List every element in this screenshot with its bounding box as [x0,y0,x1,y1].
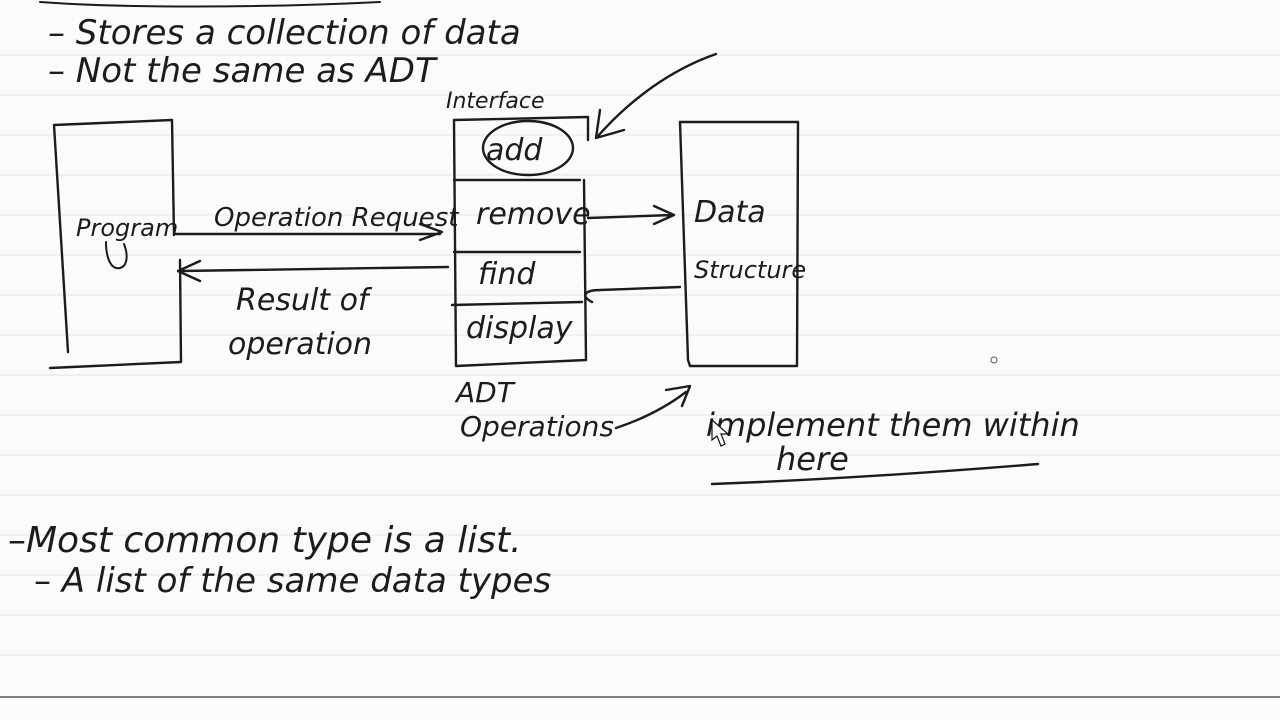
add-circle [481,119,575,177]
implement-underline [710,462,1040,486]
interface-divider-3 [450,300,584,307]
ds-to-find-arrow [584,285,682,304]
note-line-3: –Most common type is a list. [8,520,522,561]
implement-label-1: implement them within [706,406,1080,444]
program-label: Program [76,214,178,242]
operation-request-label: Operation Request [214,203,459,233]
data-structure-box [678,120,800,368]
adt-to-ds-arrow [614,384,692,430]
result-arrow [176,259,450,283]
op-display: display [466,311,574,346]
interface-box [452,115,590,368]
program-box [48,118,183,370]
hand-cursor-icon [711,418,730,447]
cutoff-heading-stroke [39,1,381,8]
result-label-2: operation [228,327,372,362]
op-remove: remove [476,197,591,232]
op-add: add [486,133,543,168]
operation-request-arrow [174,222,444,242]
pointer-to-add-arrow [594,52,718,140]
result-label-1: Result of [236,283,373,318]
note-line-4: – A list of the same data types [34,561,551,601]
op-find: find [478,257,536,292]
implement-label-2: here [776,440,849,478]
note-line-1: – Stores a collection of data [48,13,521,53]
data-structure-label-2: Structure [694,256,806,284]
adt-label-2: Operations [460,410,614,443]
note-line-2: – Not the same as ADT [48,51,438,91]
data-structure-label-1: Data [694,195,766,230]
interface-label: Interface [446,89,545,114]
adt-label-1: ADT [454,376,516,409]
program-loop-stroke [105,241,128,270]
stray-dot [990,356,998,364]
remove-to-ds-arrow [586,204,676,226]
